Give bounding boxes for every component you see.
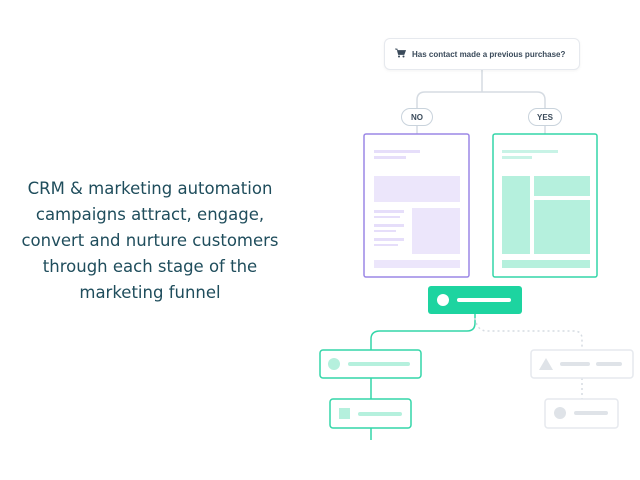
branch-yes-label: YES [528, 108, 562, 126]
headline-line: through each stage of the [42, 257, 258, 276]
headline-line: marketing funnel [79, 283, 221, 302]
branch-connector [416, 70, 546, 134]
branch-no-label: NO [401, 108, 433, 126]
action-node [428, 286, 522, 314]
right-path-connector [474, 317, 583, 399]
step-node-right-1 [530, 349, 634, 379]
headline: CRM & marketing automation campaigns att… [0, 176, 300, 306]
headline-line: CRM & marketing automation [27, 179, 273, 198]
condition-question: Has contact made a previous purchase? [412, 49, 566, 59]
headline-line: campaigns attract, engage, [35, 205, 265, 224]
step-node-right-2 [544, 398, 619, 429]
step-node-left-2 [329, 398, 412, 429]
condition-node: Has contact made a previous purchase? [384, 38, 580, 70]
headline-line: convert and nurture customers [21, 231, 279, 250]
cart-icon [395, 45, 407, 63]
left-path-connector [370, 314, 476, 440]
email-template-no [363, 133, 470, 278]
email-template-yes [492, 133, 598, 278]
step-node-left-1 [319, 349, 422, 379]
